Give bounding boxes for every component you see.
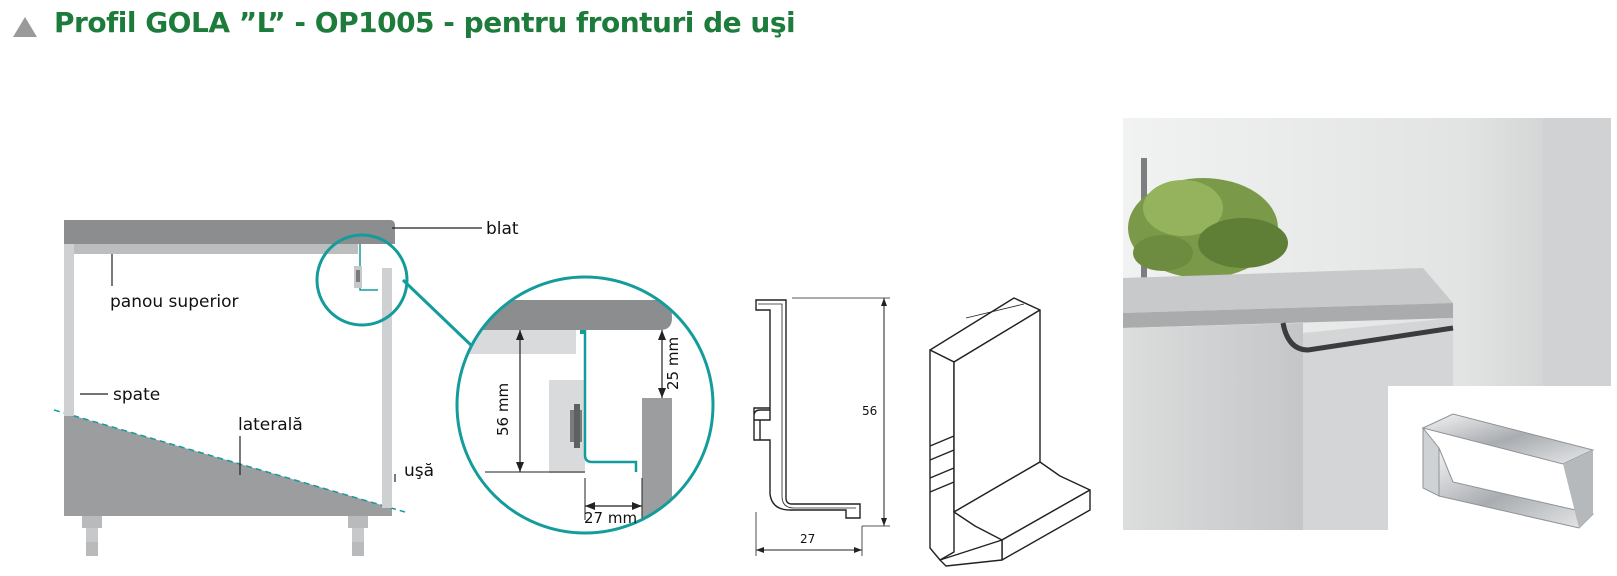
label-usa: uşă bbox=[404, 461, 434, 481]
title-triangle-icon bbox=[13, 17, 37, 37]
dim-56mm: 56 mm bbox=[494, 383, 512, 436]
dim-25mm: 25 mm bbox=[664, 337, 682, 390]
profile-dim-width: 27 bbox=[800, 532, 815, 546]
cabinet-legs bbox=[82, 516, 368, 556]
profile-3d-drawing bbox=[929, 297, 1091, 567]
plant-icon bbox=[1128, 158, 1288, 278]
small-gola-profile bbox=[359, 244, 378, 291]
dim-27mm: 27 mm bbox=[584, 509, 637, 527]
profile-dim-height: 56 bbox=[862, 404, 877, 418]
cut-line bbox=[53, 409, 406, 513]
magnifier-circle-small bbox=[315, 233, 409, 327]
label-spate: spate bbox=[113, 385, 160, 405]
back-panel bbox=[64, 244, 74, 416]
profile-2d-drawing bbox=[753, 297, 890, 556]
kitchen-photo-icon bbox=[1123, 118, 1611, 530]
page-title: Profil GOLA ”L” - OP1005 - pentru frontu… bbox=[54, 6, 796, 39]
detail-magnified bbox=[455, 275, 715, 535]
worktop bbox=[64, 220, 395, 244]
label-panou-superior: panou superior bbox=[110, 292, 239, 312]
profile-inset-icon bbox=[1388, 386, 1611, 530]
magnifier-circle-large bbox=[455, 275, 715, 535]
header: Profil GOLA ”L” - OP1005 - pentru frontu… bbox=[0, 0, 1617, 60]
upper-panel bbox=[74, 244, 358, 254]
label-laterala: laterală bbox=[238, 415, 303, 435]
side-panel bbox=[64, 413, 392, 516]
label-blat: blat bbox=[486, 219, 519, 239]
door-panel bbox=[382, 268, 392, 508]
